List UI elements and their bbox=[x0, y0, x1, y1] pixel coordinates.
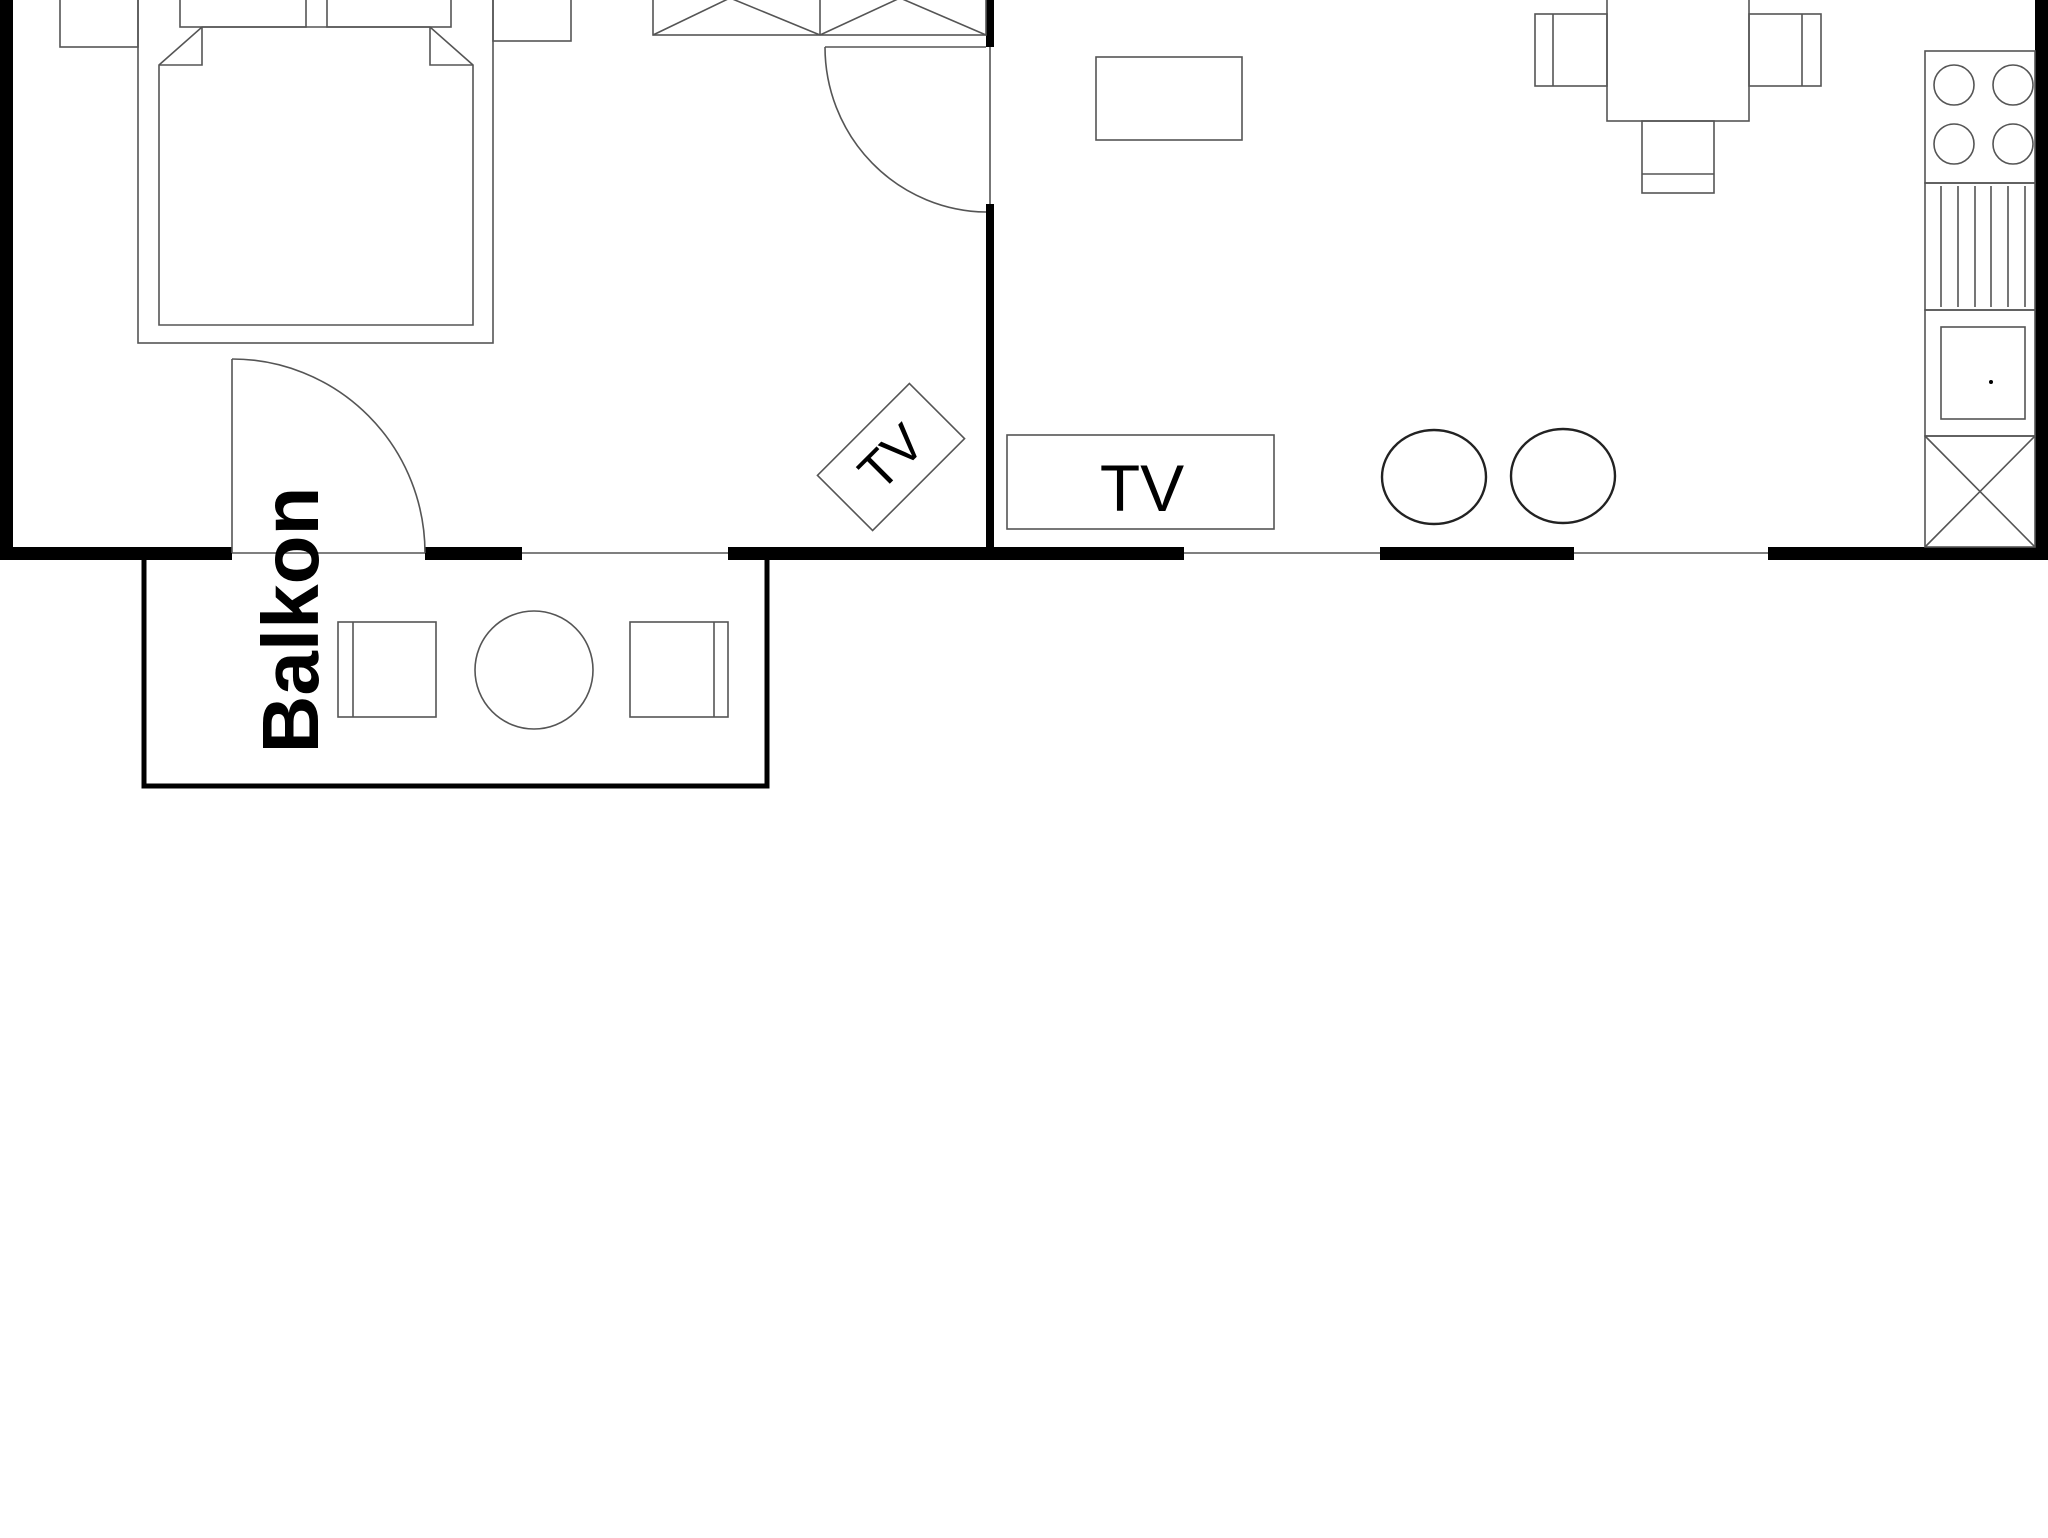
fridge bbox=[1924, 435, 2036, 548]
bedroom: TV bbox=[59, 0, 987, 532]
balcony-outline bbox=[141, 559, 770, 789]
bed-frame bbox=[137, 0, 494, 344]
balcony-chair-right bbox=[629, 621, 729, 718]
balcony-label: Balkon bbox=[246, 487, 335, 754]
bottom-wall-2 bbox=[425, 547, 522, 560]
pillow-left bbox=[179, 0, 307, 28]
wardrobe bbox=[652, 0, 987, 36]
blanket-fold bbox=[159, 27, 473, 66]
burner-icon bbox=[1992, 64, 2034, 106]
tv-bedroom-label: TV bbox=[848, 413, 936, 501]
stool-left bbox=[1380, 428, 1488, 526]
tv-living-label: TV bbox=[1100, 451, 1184, 525]
dining-table bbox=[1606, 0, 1750, 122]
living-room: TV bbox=[1006, 0, 2036, 548]
tv-bedroom: TV bbox=[816, 382, 966, 532]
sink-basin bbox=[1940, 326, 2026, 420]
doors bbox=[231, 46, 987, 554]
bottom-wall-3 bbox=[728, 547, 1184, 560]
dining-chair-left bbox=[1534, 13, 1608, 87]
interior-wall-top bbox=[986, 0, 994, 47]
balcony-chair-left bbox=[337, 621, 437, 718]
fridge-cross bbox=[1924, 435, 2036, 548]
left-wall bbox=[0, 0, 13, 559]
burner-icon bbox=[1992, 123, 2034, 165]
walls bbox=[0, 0, 2048, 789]
pillow-right bbox=[326, 0, 452, 28]
burner-icon bbox=[1933, 64, 1975, 106]
coffee-table bbox=[1095, 56, 1243, 141]
interior-wall-bottom bbox=[986, 204, 994, 559]
balcony-table bbox=[474, 610, 594, 730]
nightstand-left bbox=[59, 0, 139, 48]
bottom-wall-5 bbox=[1768, 547, 2048, 560]
bottom-wall-1 bbox=[0, 547, 232, 560]
mattress-blanket bbox=[158, 26, 474, 326]
interior-door-swing bbox=[824, 46, 987, 213]
stool-right bbox=[1509, 427, 1617, 525]
nightstand-right bbox=[492, 0, 572, 42]
balcony-door-swing bbox=[231, 358, 426, 554]
right-wall bbox=[2035, 0, 2048, 559]
dining-chair-bottom bbox=[1641, 120, 1715, 194]
sink-drain-icon bbox=[1989, 380, 1993, 384]
kitchen-counter bbox=[1924, 50, 2036, 548]
bottom-wall-4 bbox=[1380, 547, 1574, 560]
balcony: Balkon bbox=[246, 487, 729, 754]
tv-cabinet-living: TV bbox=[1006, 434, 1275, 530]
drainboard-ribs bbox=[1940, 186, 2026, 307]
dining-chair-right bbox=[1748, 13, 1822, 87]
burner-icon bbox=[1933, 123, 1975, 165]
